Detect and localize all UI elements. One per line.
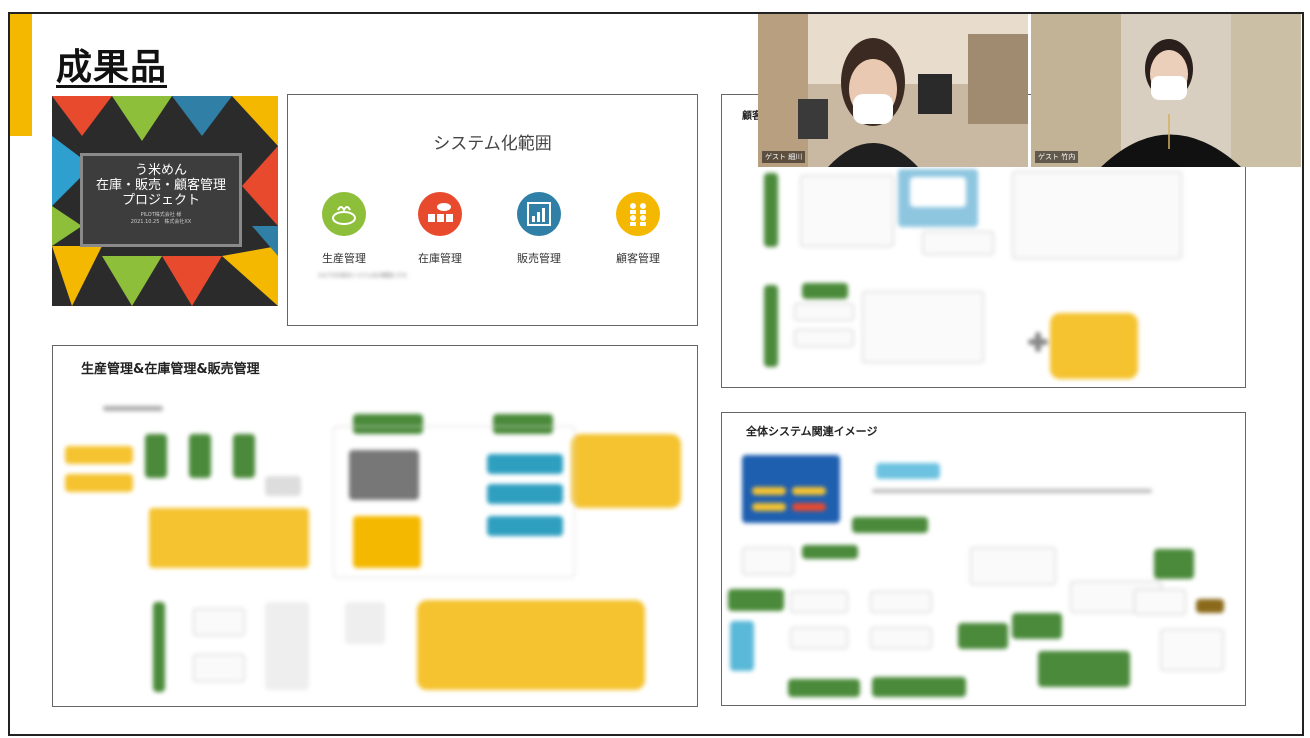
inventory-icon <box>418 192 462 236</box>
participant-2-image <box>1031 14 1301 167</box>
cover-slide-thumbnail: う米めん 在庫・販売・顧客管理 プロジェクト PILOT株式会社 様 2021.… <box>52 96 278 306</box>
cover-title-box: う米めん 在庫・販売・顧客管理 プロジェクト PILOT株式会社 様 2021.… <box>80 153 242 247</box>
participant-1-image <box>758 14 1028 167</box>
scope-label-customers: 顧客管理 <box>616 252 660 265</box>
system-scope-slide: システム化範囲 生産管理 在庫管理 販売管理 顧客管理 ※以下の内容をシステム化… <box>287 94 698 326</box>
cover-line2: 在庫・販売・顧客管理 <box>95 178 226 193</box>
scope-note: ※以下の内容をシステム化の範囲とする <box>318 273 407 279</box>
scope-label-sales: 販売管理 <box>517 252 561 265</box>
overall-system-slide: 全体システム関連イメージ <box>721 412 1246 706</box>
production-icon <box>322 192 366 236</box>
slide-title: 成果品 <box>56 47 168 88</box>
production-diagram-title: 生産管理&在庫管理&販売管理 <box>81 362 260 377</box>
participant-2-name: ゲスト 竹内 <box>1035 151 1079 163</box>
production-inventory-sales-slide: 生産管理&在庫管理&販売管理 <box>52 345 698 707</box>
title-accent-bar <box>10 14 32 136</box>
cover-sub1: PILOT株式会社 様 <box>140 212 182 218</box>
cover-sub2: 2021.10.25 株式会社XX <box>130 219 192 225</box>
sales-chart-icon <box>517 192 561 236</box>
cover-line3: プロジェクト <box>121 193 200 208</box>
cover-pattern <box>52 96 278 306</box>
participant-video-1[interactable]: ゲスト 細川 <box>758 14 1028 167</box>
participant-video-2[interactable]: ゲスト 竹内 <box>1031 14 1301 167</box>
overall-diagram-title: 全体システム関連イメージ <box>746 425 878 438</box>
system-scope-title: システム化範囲 <box>433 134 552 154</box>
participant-1-name: ゲスト 細川 <box>762 151 806 163</box>
customers-icon <box>616 192 660 236</box>
scope-label-inventory: 在庫管理 <box>418 252 462 265</box>
scope-label-production: 生産管理 <box>322 252 366 265</box>
cover-line1: う米めん <box>134 163 187 178</box>
